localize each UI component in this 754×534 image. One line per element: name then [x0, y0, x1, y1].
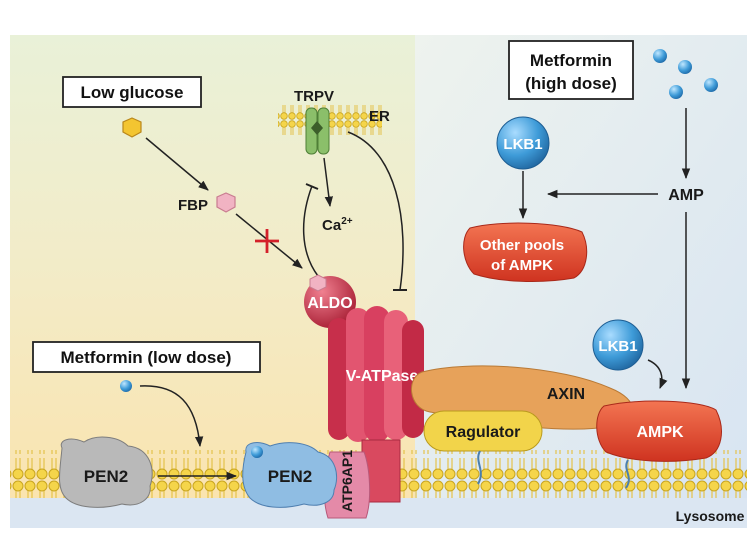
other-pools-line1: Other pools	[480, 237, 564, 254]
trpv-channel	[305, 107, 330, 155]
metformin-high-line1: Metformin	[530, 51, 612, 70]
metformin-high-dose-box: Metformin (high dose)	[508, 40, 634, 100]
other-ampk-pools: Other pools of AMPK	[463, 222, 588, 282]
metformin-low-label: Metformin (low dose)	[61, 348, 232, 367]
glucose-to-fbp-arrow	[145, 137, 209, 191]
atp6ap1-label: ATP6AP1	[339, 450, 355, 512]
aldo-inhibits-trpv-line	[302, 185, 319, 277]
lkb1-to-ampk-arrow	[647, 359, 668, 389]
ragulator-anchor	[477, 450, 482, 485]
other-pools-line2: of AMPK	[491, 257, 553, 274]
lkb1-protein-cytosol: LKB1	[496, 116, 550, 170]
metformin-molecule-icon	[678, 60, 692, 74]
pen2-protein-unbound: PEN2	[59, 436, 153, 508]
lysosome-label: Lysosome	[676, 508, 745, 524]
pen2-right-label: PEN2	[268, 467, 312, 486]
trpv-label: TRPV	[294, 88, 334, 105]
metformin-high-line2: (high dose)	[525, 74, 617, 93]
aldo-bound-fbp-icon	[309, 274, 327, 292]
glucose-hexagon-icon	[122, 117, 142, 138]
er-label: ER	[369, 108, 390, 125]
fbp-hexagon-icon	[216, 192, 236, 213]
er-membrane	[278, 105, 382, 135]
lkb1-mid-label: LKB1	[598, 338, 637, 355]
low-glucose-label: Low glucose	[81, 83, 184, 102]
metformin-low-dose-box: Metformin (low dose)	[32, 341, 261, 373]
v-atpase-complex: V-ATPase	[328, 306, 424, 503]
inhibition-cross-icon	[255, 229, 279, 253]
metformin-molecule-icon	[704, 78, 718, 92]
metformin-to-pen2-arrow	[139, 385, 204, 448]
ampk-anchor	[625, 459, 630, 489]
lkb1-protein-membrane: LKB1	[592, 319, 644, 371]
trpv-to-calcium-arrow	[323, 157, 333, 208]
ampk-label: AMPK	[636, 424, 684, 441]
lkb1-top-label: LKB1	[503, 136, 542, 153]
metformin-molecule-icon	[120, 380, 132, 392]
metformin-molecule-icon	[653, 49, 667, 63]
low-glucose-box: Low glucose	[62, 76, 202, 108]
v-atpase-label: V-ATPase	[346, 368, 419, 385]
metformin-molecules	[653, 49, 718, 99]
pen2-protein-bound: PEN2	[242, 442, 338, 508]
amp-label: AMP	[668, 187, 704, 204]
metformin-molecule-icon	[669, 85, 683, 99]
er-inhibits-vatpase-line	[347, 131, 404, 291]
ampk-protein: AMPK	[596, 400, 722, 462]
ragulator-protein: Ragulator	[423, 410, 543, 452]
ragulator-label: Ragulator	[446, 424, 521, 441]
fbp-label: FBP	[178, 197, 208, 214]
pen2-left-label: PEN2	[84, 467, 128, 486]
aldo-protein: ALDO	[304, 274, 356, 328]
aldo-inhibits-trpv-bar	[305, 183, 319, 190]
aldo-label: ALDO	[307, 295, 352, 312]
calcium-label: Ca2+	[322, 216, 353, 234]
axin-label: AXIN	[547, 386, 585, 403]
bound-metformin-icon	[251, 446, 263, 458]
